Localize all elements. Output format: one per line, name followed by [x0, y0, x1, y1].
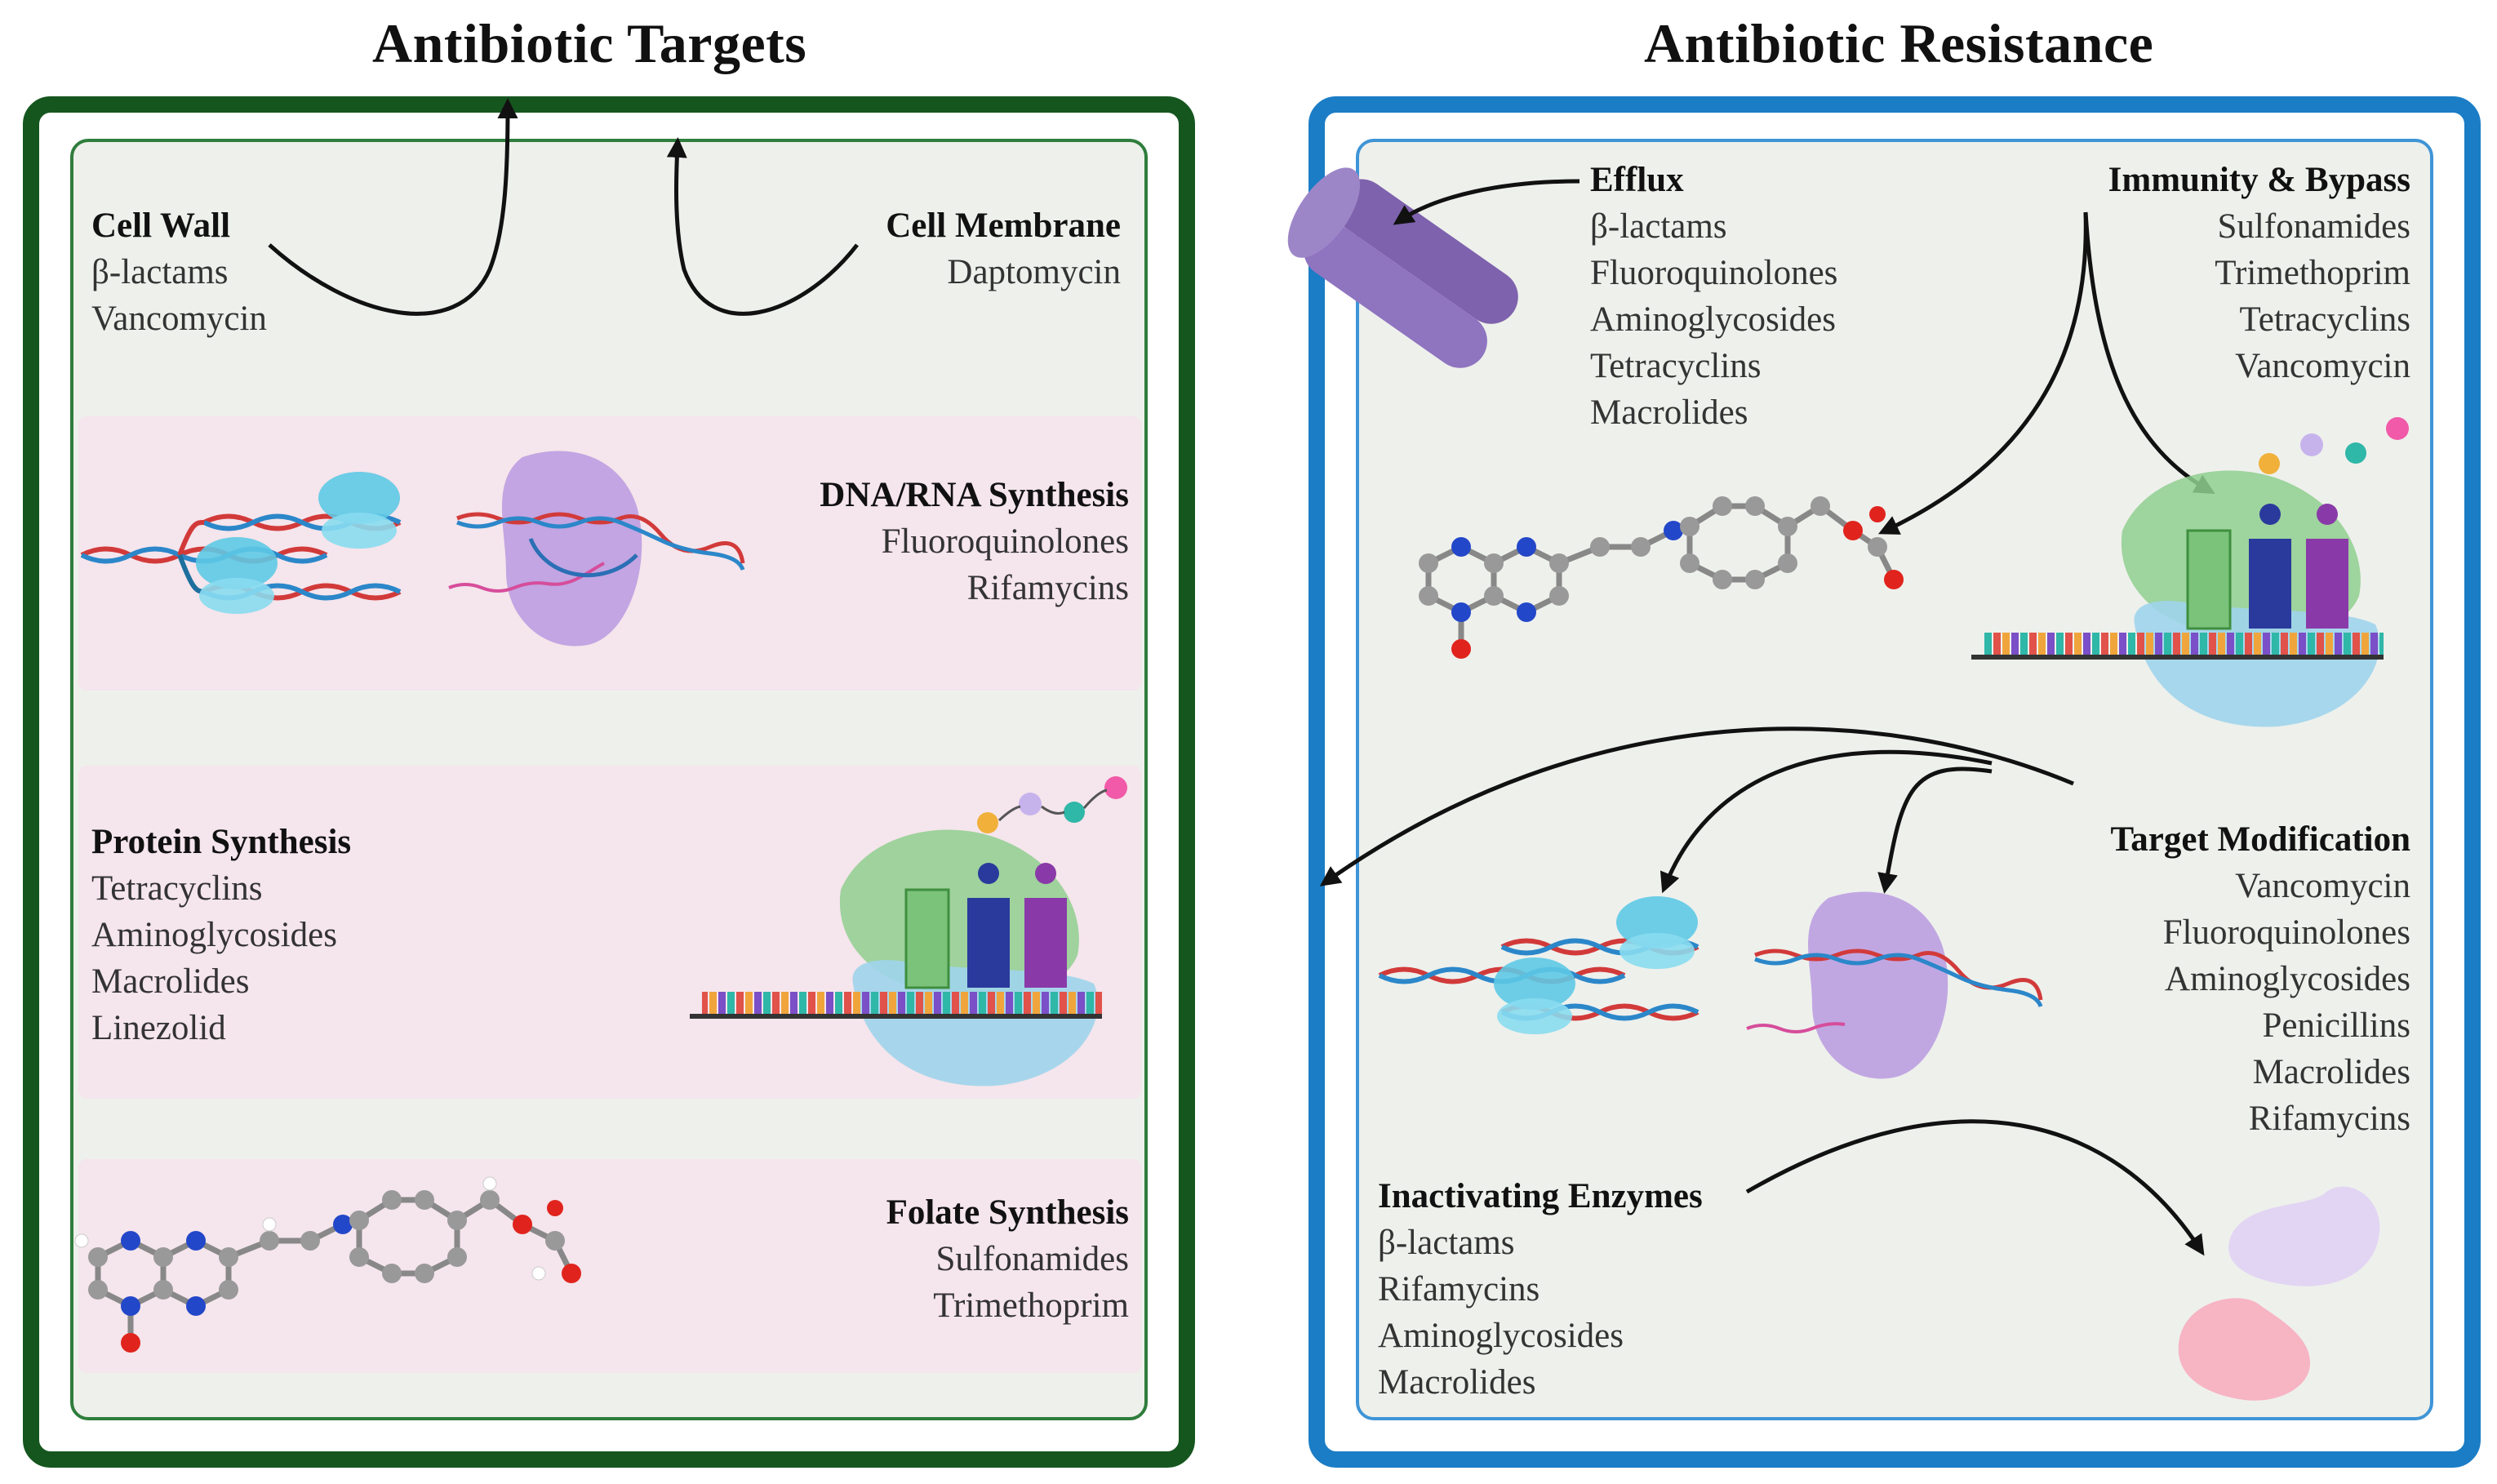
target-mod-arrow-dna [1659, 749, 1993, 894]
cell-membrane-block: Cell Membrane Daptomycin [886, 202, 1121, 295]
folate-block: Folate Synthesis Sulfonamides Trimethopr… [886, 1189, 1129, 1329]
protein-item: Aminoglycosides [91, 916, 337, 954]
cell-wall-block: Cell Wall β-lactams Vancomycin [91, 202, 267, 342]
resistance-ribosome-icon [1971, 417, 2409, 727]
ribosome-icon [690, 776, 1127, 1086]
target-mod-arrow-membrane [1319, 726, 2074, 886]
inactivating-item: β-lactams [1378, 1224, 1515, 1262]
targets-title: Antibiotic Targets [372, 12, 807, 74]
target-mod-block: Target Modification Vancomycin Fluoroqui… [2111, 816, 2410, 1142]
inactivated-enzyme-icon [2178, 1186, 2380, 1401]
inactivating-heading: Inactivating Enzymes [1378, 1177, 1703, 1215]
dna-rna-block: DNA/RNA Synthesis Fluoroquinolones Rifam… [820, 472, 1129, 611]
resistance-molecule-atoms [1419, 496, 1904, 659]
cell-membrane-arrow [666, 137, 859, 316]
dna-rna-item: Rifamycins [966, 569, 1129, 607]
cell-wall-item: β-lactams [91, 253, 229, 291]
rna-polymerase-icon [448, 451, 745, 646]
target-mod-item: Fluoroquinolones [2162, 913, 2410, 952]
inactivating-item: Aminoglycosides [1378, 1317, 1624, 1355]
dna-rna-heading: DNA/RNA Synthesis [820, 476, 1129, 514]
protein-heading: Protein Synthesis [91, 823, 352, 861]
target-mod-arrow-polymerase [1877, 766, 1993, 894]
immunity-item: Tetracyclins [2239, 300, 2411, 339]
folate-band [78, 1159, 1141, 1373]
efflux-heading: Efflux [1590, 161, 1684, 199]
protein-item: Tetracyclins [91, 869, 263, 908]
folate-item: Trimethoprim [933, 1286, 1129, 1325]
target-mod-item: Rifamycins [2248, 1100, 2410, 1138]
inactivating-item: Macrolides [1378, 1363, 1536, 1402]
immunity-arrow-molecule [1877, 211, 2088, 535]
protein-item: Macrolides [91, 962, 250, 1001]
immunity-arrow-ribosome [2083, 211, 2215, 494]
efflux-block: Efflux β-lactams Fluoroquinolones Aminog… [1590, 157, 1837, 436]
resistance-inner-panel [1356, 139, 2433, 1420]
cell-wall-arrow [268, 98, 518, 316]
cell-membrane-heading: Cell Membrane [886, 207, 1121, 245]
inactivating-item: Rifamycins [1378, 1270, 1540, 1308]
target-mod-item: Macrolides [2252, 1053, 2410, 1091]
folate-heading: Folate Synthesis [886, 1193, 1129, 1232]
target-mod-item: Penicillins [2262, 1006, 2410, 1045]
efflux-arrow [1393, 179, 1580, 225]
immunity-item: Trimethoprim [2215, 254, 2410, 292]
cell-wall-heading: Cell Wall [91, 207, 231, 245]
folate-item: Sulfonamides [935, 1240, 1129, 1278]
inactivating-block: Inactivating Enzymes β-lactams Rifamycin… [1378, 1173, 1703, 1406]
cell-wall-item: Vancomycin [91, 300, 267, 338]
efflux-item: β-lactams [1590, 207, 1727, 246]
efflux-pump-icon [1287, 167, 1518, 368]
resistance-title: Antibiotic Resistance [1644, 12, 2154, 74]
immunity-item: Vancomycin [2235, 347, 2410, 385]
cell-membrane-item: Daptomycin [947, 253, 1121, 291]
inactivating-arrow [1745, 1119, 2205, 1256]
immunity-heading: Immunity & Bypass [2108, 161, 2410, 199]
dna-rna-item: Fluoroquinolones [881, 522, 1129, 561]
efflux-item: Fluoroquinolones [1590, 254, 1838, 292]
target-mod-item: Vancomycin [2235, 867, 2410, 905]
immunity-block: Immunity & Bypass Sulfonamides Trimethop… [2108, 157, 2410, 389]
resistance-molecule-icon [1425, 502, 1897, 645]
efflux-item: Aminoglycosides [1590, 300, 1836, 339]
protein-item: Linezolid [91, 1009, 226, 1047]
efflux-item: Tetracyclins [1590, 347, 1762, 385]
target-mod-item: Aminoglycosides [2165, 960, 2410, 998]
immunity-item: Sulfonamides [2217, 207, 2410, 246]
target-mod-heading: Target Modification [2110, 820, 2410, 859]
resistance-dna-icon [1378, 896, 1699, 1034]
resistance-polymerase-icon [1746, 891, 2043, 1079]
protein-block: Protein Synthesis Tetracyclins Aminoglyc… [91, 819, 351, 1051]
dna-replication-icon [80, 472, 402, 614]
folate-molecule-atoms [74, 1176, 581, 1353]
efflux-item: Macrolides [1590, 393, 1748, 432]
